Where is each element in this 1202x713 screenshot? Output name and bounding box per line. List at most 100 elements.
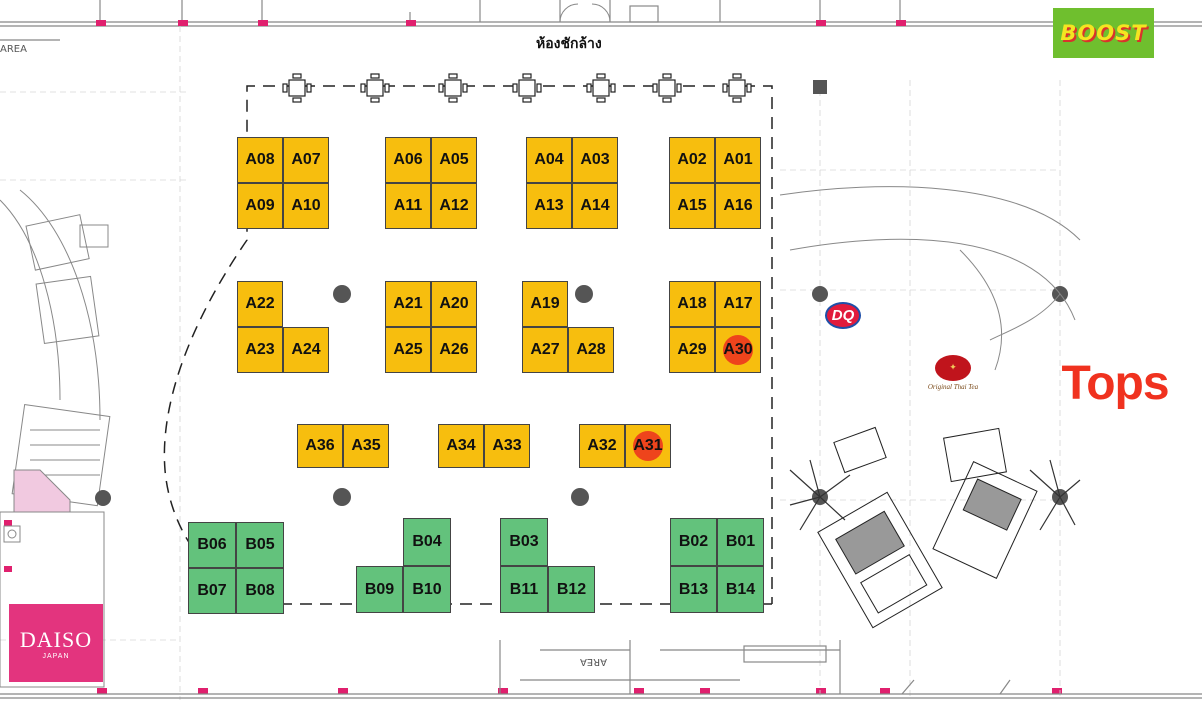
booth-b05[interactable]: B05 [236, 522, 284, 568]
booth-label: A07 [291, 151, 321, 168]
booth-b13[interactable]: B13 [670, 566, 717, 613]
escalator-pink [13, 469, 71, 513]
booth-label: B06 [197, 536, 227, 553]
booth-a15[interactable]: A15 [669, 183, 715, 229]
table-seat-icons [282, 73, 752, 103]
booth-a13[interactable]: A13 [526, 183, 572, 229]
booth-label: A27 [530, 341, 560, 358]
booth-a16[interactable]: A16 [715, 183, 761, 229]
chatramue-caption: Original Thai Tea [927, 383, 979, 391]
booth-b11[interactable]: B11 [500, 566, 548, 613]
tops-logo: Tops [1040, 355, 1190, 411]
booth-label: A03 [580, 151, 610, 168]
booth-label: B02 [678, 533, 709, 550]
booth-label: A04 [534, 151, 564, 168]
booth-b08[interactable]: B08 [236, 568, 284, 614]
booth-label: B14 [725, 580, 756, 598]
booth-b09[interactable]: B09 [356, 566, 403, 613]
booth-label: B04 [412, 533, 442, 550]
car-displays [817, 426, 1038, 629]
booth-a03[interactable]: A03 [572, 137, 618, 183]
booth-label: B13 [678, 580, 709, 598]
booth-label: A36 [305, 437, 335, 454]
booth-b03[interactable]: B03 [500, 518, 548, 566]
booth-a04[interactable]: A04 [526, 137, 572, 183]
booth-a09[interactable]: A09 [237, 183, 283, 229]
booth-a31[interactable]: A31 [625, 424, 671, 468]
dq-logo-text: DQ [824, 301, 862, 329]
dairy-queen-logo: DQ [820, 300, 866, 330]
booth-a06[interactable]: A06 [385, 137, 431, 183]
grid-lines [0, 26, 1061, 700]
booth-a08[interactable]: A08 [237, 137, 283, 183]
booth-b01[interactable]: B01 [717, 518, 764, 566]
booth-a02[interactable]: A02 [669, 137, 715, 183]
booth-a10[interactable]: A10 [283, 183, 329, 229]
booth-a26[interactable]: A26 [431, 327, 477, 373]
booth-label: B08 [245, 582, 275, 599]
booth-b10[interactable]: B10 [403, 566, 451, 613]
booth-b04[interactable]: B04 [403, 518, 451, 566]
booth-b12[interactable]: B12 [548, 566, 595, 613]
booth-label: A10 [291, 197, 321, 214]
booth-label: A25 [393, 341, 423, 358]
booth-label: A28 [576, 341, 606, 358]
booth-label: A31 [633, 437, 663, 454]
booth-a28[interactable]: A28 [568, 327, 614, 373]
booth-label: A32 [587, 437, 617, 454]
booth-a29[interactable]: A29 [669, 327, 715, 373]
booth-a34[interactable]: A34 [438, 424, 484, 468]
booth-label: A22 [245, 295, 275, 312]
booth-label: A17 [723, 295, 753, 312]
booth-label: A24 [291, 341, 321, 358]
booth-label: A13 [534, 197, 564, 214]
booth-label: A08 [245, 151, 275, 168]
booth-a33[interactable]: A33 [484, 424, 530, 468]
booth-a22[interactable]: A22 [237, 281, 283, 327]
booth-label: A19 [530, 295, 560, 312]
booth-a30[interactable]: A30 [715, 327, 761, 373]
door-arcs [559, 3, 611, 23]
booth-a35[interactable]: A35 [343, 424, 389, 468]
booth-b14[interactable]: B14 [717, 566, 764, 613]
booth-b06[interactable]: B06 [188, 522, 236, 568]
boost-logo: BOOST [1053, 8, 1154, 58]
daiso-logo-text: DAISO [19, 626, 93, 652]
booth-b02[interactable]: B02 [670, 518, 717, 566]
booth-label: B12 [556, 580, 587, 598]
area-label-bottom: AREA [580, 656, 607, 667]
booth-a23[interactable]: A23 [237, 327, 283, 373]
chatramue-logo: ✦ Original Thai Tea [918, 346, 988, 400]
reserved-marker [633, 431, 663, 461]
booth-label: A20 [439, 295, 469, 312]
booth-a32[interactable]: A32 [579, 424, 625, 468]
booth-a19[interactable]: A19 [522, 281, 568, 327]
booth-a12[interactable]: A12 [431, 183, 477, 229]
booth-label: A34 [446, 437, 476, 454]
booth-label: A12 [439, 197, 469, 214]
booth-label: A35 [351, 437, 381, 454]
booth-a21[interactable]: A21 [385, 281, 431, 327]
booth-a14[interactable]: A14 [572, 183, 618, 229]
booth-label: A06 [393, 151, 423, 168]
booth-a05[interactable]: A05 [431, 137, 477, 183]
booth-a25[interactable]: A25 [385, 327, 431, 373]
booth-label: A01 [723, 151, 753, 168]
booth-a18[interactable]: A18 [669, 281, 715, 327]
booth-a36[interactable]: A36 [297, 424, 343, 468]
booth-a01[interactable]: A01 [715, 137, 761, 183]
booth-a11[interactable]: A11 [385, 183, 431, 229]
booth-a07[interactable]: A07 [283, 137, 329, 183]
booth-label: B11 [509, 580, 539, 598]
booth-label: B05 [245, 536, 275, 553]
booth-a27[interactable]: A27 [522, 327, 568, 373]
booth-a24[interactable]: A24 [283, 327, 329, 373]
booth-label: A02 [677, 151, 707, 168]
booth-b07[interactable]: B07 [188, 568, 236, 614]
booth-a17[interactable]: A17 [715, 281, 761, 327]
door-markers [4, 20, 1062, 694]
booth-label: A23 [245, 341, 275, 358]
booth-a20[interactable]: A20 [431, 281, 477, 327]
